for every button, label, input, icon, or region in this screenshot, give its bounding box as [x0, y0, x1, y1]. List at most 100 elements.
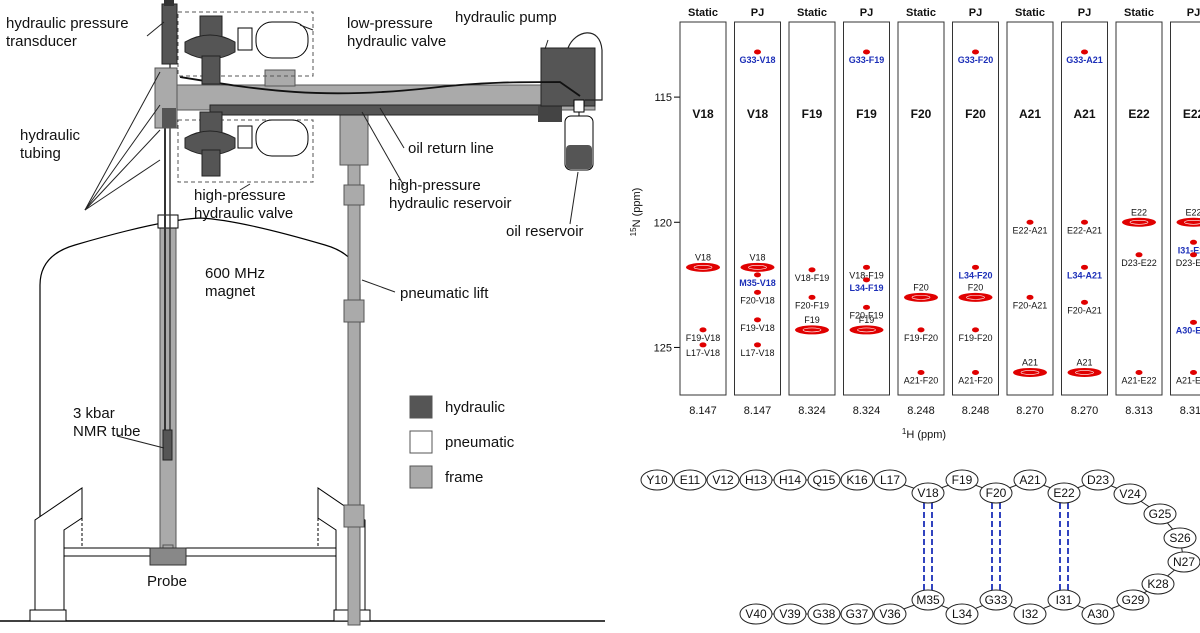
nmr-strip: PJA218.270G33-A21E22-A21L34-A21F20-A21A2…	[1062, 7, 1108, 417]
legend-swatch-hydraulic	[410, 396, 432, 418]
residue-A30: A30	[1082, 604, 1114, 624]
residue-Q15: Q15	[808, 470, 840, 490]
peak-label: M35-V18	[739, 278, 776, 288]
peak-label: F20	[913, 282, 929, 292]
peak-label: D23-E22	[1176, 258, 1200, 268]
strip-frame	[1007, 22, 1053, 395]
label-line: transducer	[6, 33, 77, 50]
residue-V39: V39	[774, 604, 806, 624]
strip-shift: 8.324	[798, 405, 826, 417]
peak-L34-A21	[1081, 265, 1088, 270]
strip-header: Static	[1015, 7, 1045, 19]
peak-M35-V18	[754, 272, 761, 277]
label-oil-return-line: oil return line	[408, 140, 494, 157]
residue-label: Y10	[646, 473, 668, 487]
y-axis-label: 15N (ppm)	[629, 188, 643, 237]
label-line: hydraulic valve	[347, 33, 446, 50]
y-tick-label: 125	[654, 342, 672, 354]
residue-label: I31	[1056, 593, 1073, 607]
label-line: Probe	[147, 573, 187, 590]
residue-K28: K28	[1142, 574, 1174, 594]
legend-label-pneumatic: pneumatic	[445, 434, 515, 451]
high-pressure-valve-group	[178, 112, 313, 182]
high-pressure-reservoir	[210, 105, 550, 115]
peak-A21	[1068, 368, 1102, 377]
nmr-strip: PJF208.248G33-F20L34-F20F20F19-F20A21-F2…	[953, 7, 999, 417]
label-line: tubing	[20, 145, 61, 162]
peak-label: E22-A21	[1067, 225, 1102, 235]
nmr-strip: PJE228.313E22I31-E22D23-E22A30-E22A21-E2…	[1171, 7, 1200, 417]
strip-header: Static	[1124, 7, 1154, 19]
peak-label: A21-F20	[958, 375, 993, 385]
residue-label: A21	[1019, 473, 1041, 487]
residue-E11: E11	[674, 470, 706, 490]
strip-residue: E22	[1128, 107, 1150, 121]
legend-swatch-frame	[410, 466, 432, 488]
peak-F19	[795, 325, 829, 334]
residue-I32: I32	[1014, 604, 1046, 624]
peak-label: L17-V18	[686, 348, 720, 358]
strip-frame	[1062, 22, 1108, 395]
strip-shift: 8.270	[1071, 405, 1099, 417]
x-axis-label: 1H (ppm)	[902, 427, 946, 441]
strip-frame	[789, 22, 835, 395]
residue-label: N27	[1173, 555, 1195, 569]
label-line: oil reservoir	[506, 223, 584, 240]
peak-F20-A21	[1027, 295, 1034, 300]
peak-label: G33-V18	[739, 55, 775, 65]
pressure-transducer	[162, 4, 177, 64]
label-line: high-pressure	[389, 177, 481, 194]
residue-label: S26	[1169, 531, 1191, 545]
residue-N27: N27	[1168, 552, 1200, 572]
residue-V18: V18	[912, 483, 944, 503]
peak-D23-E22	[1190, 252, 1197, 257]
peak-label: V18-F19	[795, 273, 830, 283]
residue-label: E11	[680, 473, 701, 487]
residue-F20: F20	[980, 483, 1012, 503]
peak-label: G33-F19	[849, 55, 885, 65]
residue-label: G37	[846, 607, 869, 621]
residue-label: V24	[1119, 487, 1141, 501]
peak-F20	[904, 293, 938, 302]
peak-label: F20-A21	[1067, 305, 1102, 315]
lift-column	[348, 105, 360, 625]
residue-V12: V12	[707, 470, 739, 490]
strip-shift: 8.313	[1180, 405, 1200, 417]
peak-label: F20-F19	[795, 300, 829, 310]
peak-label: E22-A21	[1012, 225, 1047, 235]
peak-L17-V18	[700, 342, 707, 347]
peak-label: F19	[859, 315, 875, 325]
strip-residue: V18	[692, 107, 714, 121]
legend-label-frame: frame	[445, 469, 483, 486]
peak-E22-A21	[1081, 220, 1088, 225]
peak-label: L17-V18	[740, 348, 774, 358]
label-line: magnet	[205, 283, 256, 300]
bore-top	[158, 215, 178, 228]
label-pneumatic-lift: pneumatic lift	[400, 285, 489, 302]
peak-label: F19-F20	[904, 333, 938, 343]
strip-residue: A21	[1019, 107, 1041, 121]
label-line: 3 kbar	[73, 405, 115, 422]
nmr-strip: PJF198.324G33-F19V18-F19L34-F19F20-F19F1…	[844, 7, 890, 417]
nmr-strip: PJV188.147G33-V18V18M35-V18F20-V18F19-V1…	[735, 7, 781, 417]
label-oil-reservoir: oil reservoir	[506, 223, 584, 240]
residue-label: V18	[917, 486, 939, 500]
peak-label: G33-A21	[1066, 55, 1103, 65]
strip-residue: A21	[1073, 107, 1095, 121]
residue-G29: G29	[1117, 590, 1149, 610]
label-line: high-pressure	[194, 187, 286, 204]
residue-label: A30	[1087, 607, 1109, 621]
strip-residue: F20	[965, 107, 986, 121]
residue-Y10: Y10	[641, 470, 673, 490]
residue-H14: H14	[774, 470, 806, 490]
peak-label: V18	[749, 252, 765, 262]
peak-F20-F19	[809, 295, 816, 300]
peak-label: F19-V18	[686, 333, 721, 343]
